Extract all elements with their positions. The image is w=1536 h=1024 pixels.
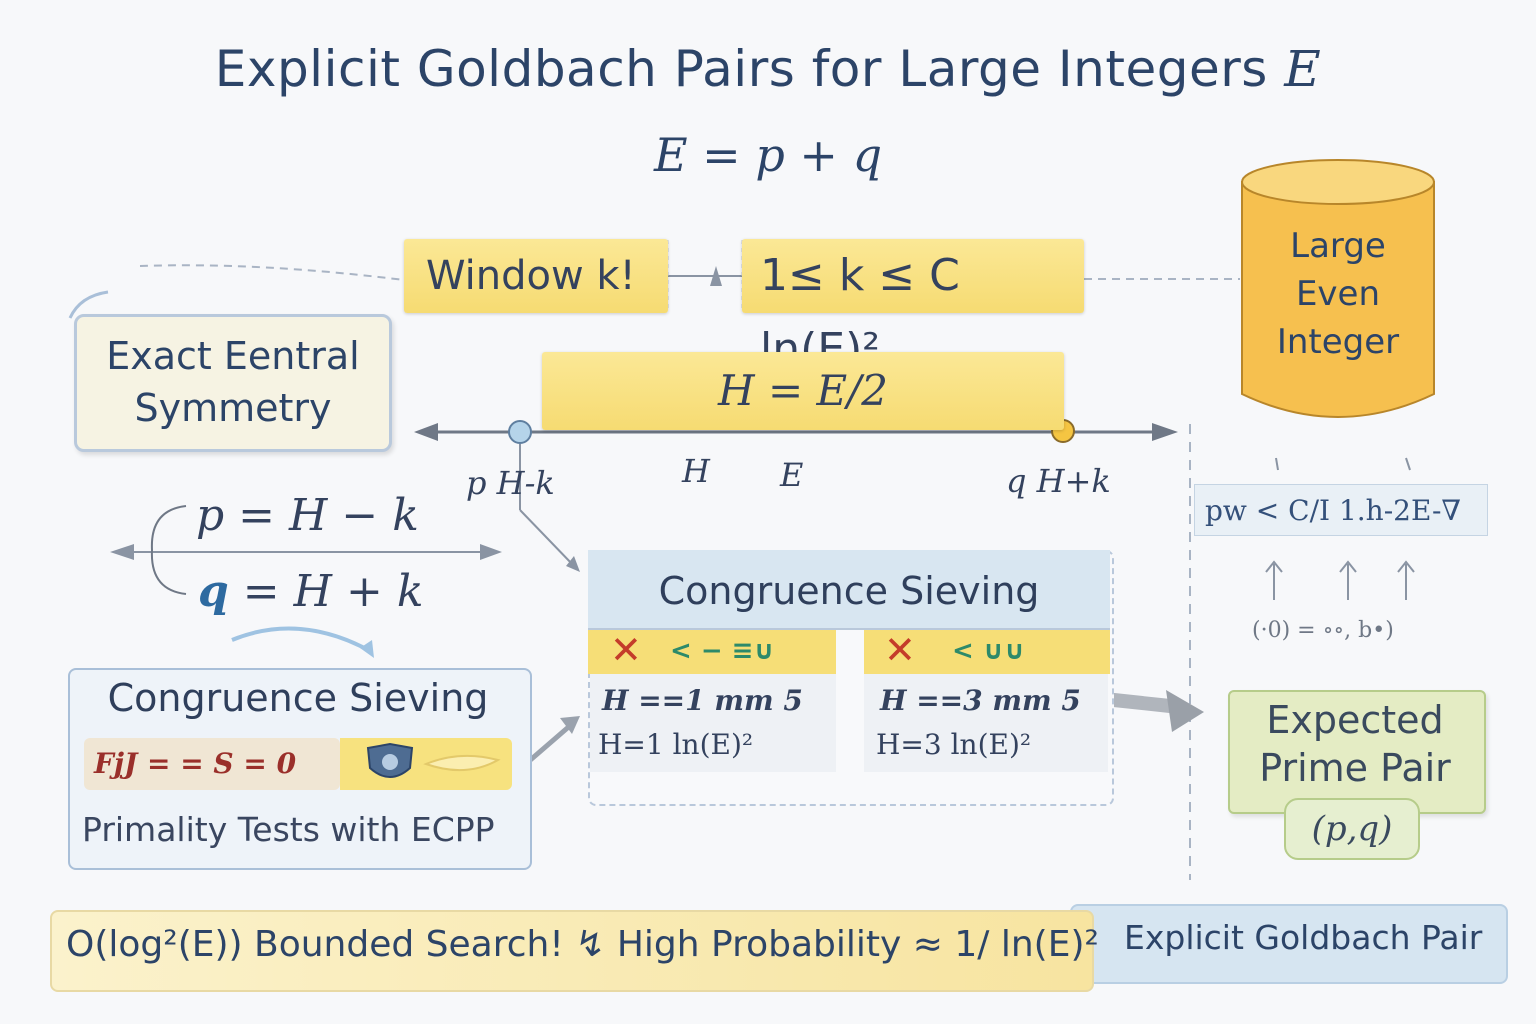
probability-chip: pw < C/I 1.h-2E-∇: [1194, 484, 1488, 536]
axis-q-label: q H+k: [1006, 462, 1111, 500]
q-equation-rest: = H + k: [228, 566, 424, 617]
right-arrowhead-icon: [1152, 423, 1178, 441]
axis-h-label: H: [682, 452, 710, 490]
shield-pill: [340, 738, 512, 790]
sieve-strip-2-text: < ∪∪: [952, 636, 1026, 666]
axis-p-label: p H-k: [466, 464, 555, 502]
title-text: Explicit Goldbach Pairs for Large Intege…: [214, 40, 1268, 98]
center-panel-title: Congruence Sieving: [588, 550, 1110, 630]
symmetry-card: [74, 314, 392, 452]
range-box: 1≤ k ≤ C ln(E)²: [742, 239, 1084, 375]
main-formula: E = p + q: [653, 128, 883, 182]
cross-icon: ✕: [610, 628, 642, 672]
down-arrow-icon: [566, 556, 580, 572]
right-arrow-icon: [560, 716, 580, 734]
left-arrowhead-icon: [414, 423, 438, 441]
p-equation: p = H − k: [196, 490, 419, 541]
cylinder-line-2: Even: [1295, 274, 1381, 314]
col1-row-2: H=1 ln(E)²: [598, 728, 754, 761]
sieve-strip-1-text: < − ≡∪: [670, 636, 775, 666]
dashed-connector-left: [139, 264, 405, 281]
brace: [150, 505, 187, 595]
col2-row-2: H=3 ln(E)²: [876, 728, 1032, 761]
big-arrow-icon: [1166, 690, 1204, 732]
sieve-condition-pill: FjJ = = S = 0: [84, 738, 340, 790]
cylinder-label: Large Even Integer: [1240, 222, 1436, 366]
result-bar: [1070, 904, 1508, 984]
title-variable: E: [1284, 40, 1322, 98]
q-variable: q: [198, 566, 229, 617]
symbol-row: (·0) = ∘∘, b•): [1252, 618, 1394, 643]
col1-row-1: H ==1 mm 5: [602, 684, 803, 717]
cylinder-line-3: Integer: [1276, 322, 1400, 362]
axis-e-label: E: [780, 456, 804, 494]
pq-pill: (p,q): [1284, 798, 1420, 860]
symmetry-line-1: Exact Eentral: [106, 334, 360, 378]
symmetry-line-2: Symmetry: [134, 386, 332, 430]
p-point: [508, 420, 532, 444]
half-value-box: H = E/2: [542, 352, 1064, 430]
up-arrows-icon: [1265, 560, 1415, 600]
database-cylinder-icon: [1241, 159, 1435, 418]
window-box: Window k!: [404, 239, 668, 313]
sieve-strip-1: [588, 630, 836, 674]
expected-pair-label: Expected Prime Pair: [1228, 696, 1482, 792]
cross-icon: ✕: [884, 628, 916, 672]
sieve-condition: FjJ = = S = 0: [94, 747, 297, 780]
shield-icon: [366, 742, 501, 778]
complexity-bar: [50, 910, 1094, 992]
curved-arrow: [231, 626, 373, 654]
q-equation: q = H + k: [198, 566, 423, 617]
cylinder-line-1: Large: [1290, 226, 1386, 266]
hook-arrow: [68, 290, 109, 319]
expected-pair-card: [1228, 690, 1486, 814]
expected-line-1: Expected: [1266, 698, 1444, 742]
expected-line-2: Prime Pair: [1259, 746, 1451, 790]
sieve-strip-2: [864, 630, 1110, 674]
col2-row-1: H ==3 mm 5: [880, 684, 1081, 717]
left-panel-title: Congruence Sieving: [107, 676, 489, 720]
result-text: Explicit Goldbach Pair: [1124, 918, 1483, 957]
primality-test-label: Primality Tests with ECPP: [82, 810, 495, 849]
complexity-text: O(log²(E)) Bounded Search! ↯ High Probab…: [66, 924, 1099, 965]
up-triangle-icon: [710, 266, 722, 286]
symmetry-label: Exact Eentral Symmetry: [74, 330, 392, 434]
page-title: Explicit Goldbach Pairs for Large Intege…: [0, 40, 1536, 98]
